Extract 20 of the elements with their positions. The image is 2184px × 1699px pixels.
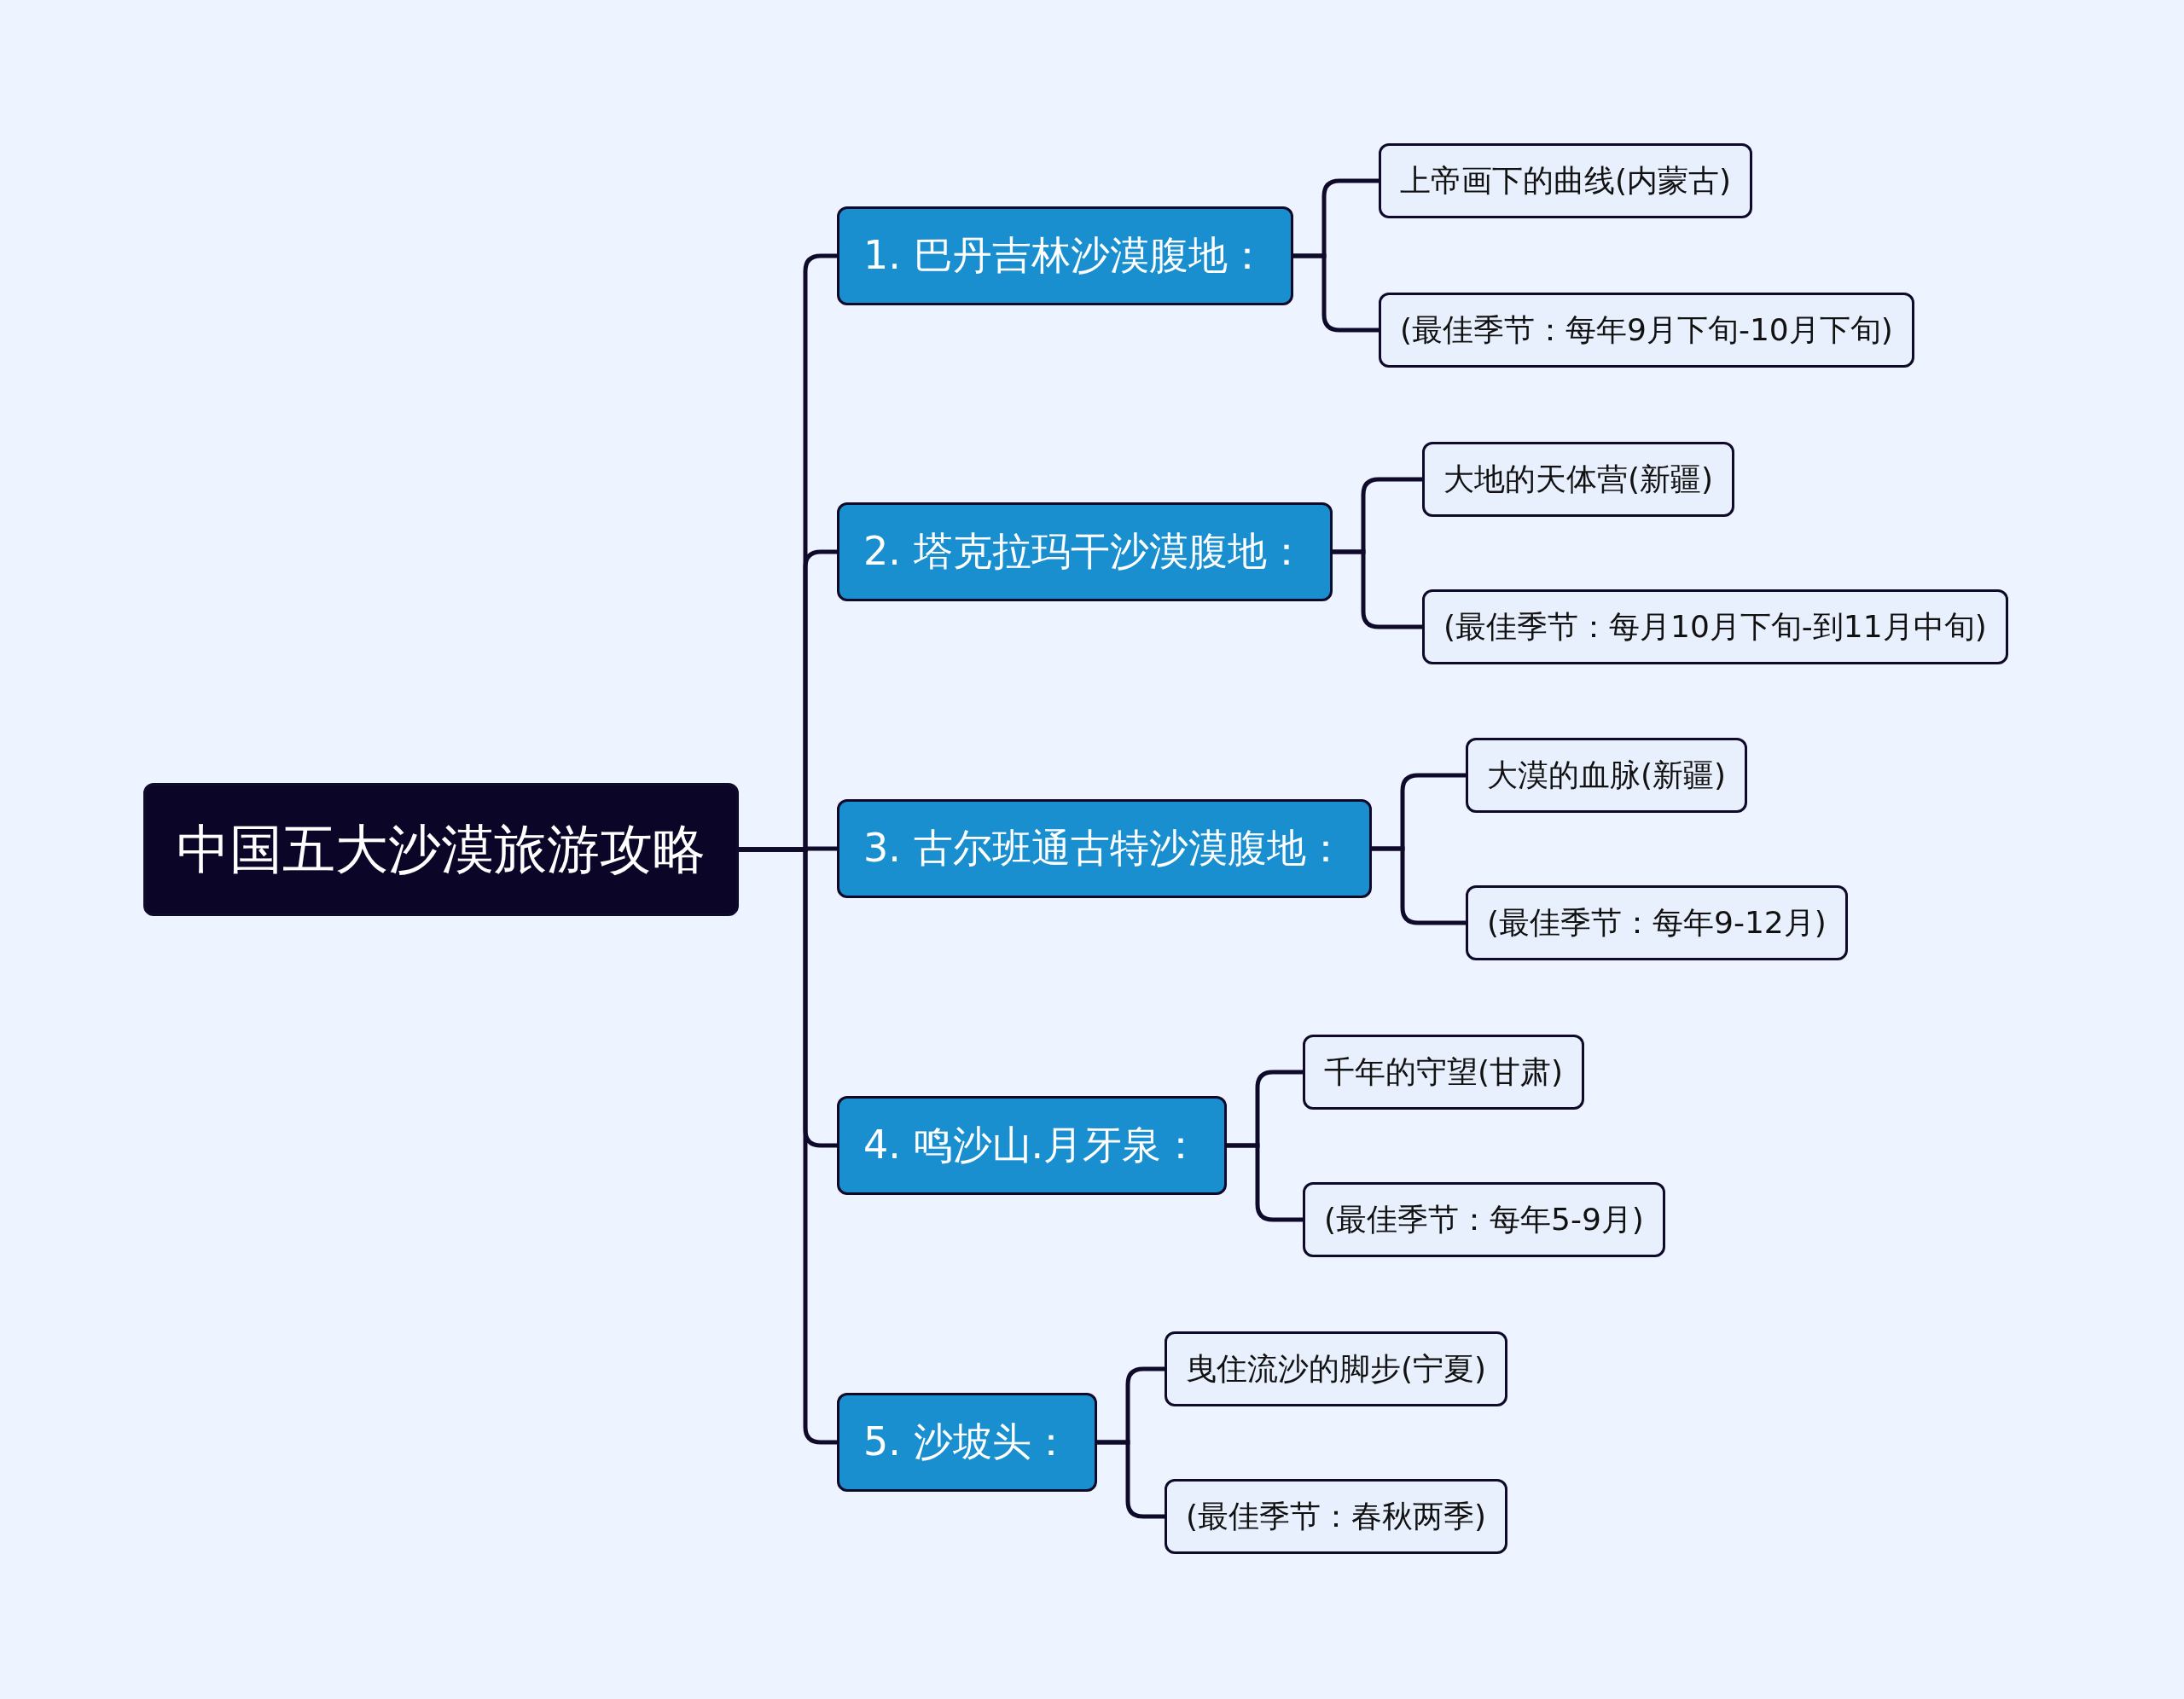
subtopic: 千年的守望(甘肃) (1303, 1035, 1585, 1110)
subtopic: (最佳季节：每月10月下旬-到11月中旬) (1422, 589, 2008, 664)
subtopic: 大漠的血脉(新疆) (1466, 738, 1748, 813)
main-topic: 1. 巴丹吉林沙漠腹地： (837, 206, 1293, 305)
main-topic: 2. 塔克拉玛干沙漠腹地： (837, 502, 1333, 601)
main-topic: 4. 鸣沙山.月牙泉： (837, 1096, 1228, 1195)
subtopic: (最佳季节：春秋两季) (1165, 1479, 1508, 1554)
root-topic: 中国五大沙漠旅游攻略 (143, 783, 739, 916)
connector-line (1333, 549, 1422, 629)
subtopic: (最佳季节：每年9-12月) (1466, 885, 1848, 960)
subtopic: (最佳季节：每年5-9月) (1303, 1182, 1665, 1257)
subtopic: 大地的天体营(新疆) (1422, 442, 1735, 517)
connector-line (1293, 253, 1379, 333)
subtopic: 曳住流沙的脚步(宁夏) (1165, 1331, 1508, 1406)
connector-line (1227, 1143, 1303, 1222)
subtopic: (最佳季节：每年9月下旬-10月下旬) (1379, 293, 1914, 368)
connector-line (1372, 846, 1466, 925)
main-topic: 5. 沙坡头： (837, 1393, 1097, 1492)
subtopic: 上帝画下的曲线(内蒙古) (1379, 143, 1753, 218)
main-topic: 3. 古尔班通古特沙漠腹地： (837, 799, 1372, 898)
